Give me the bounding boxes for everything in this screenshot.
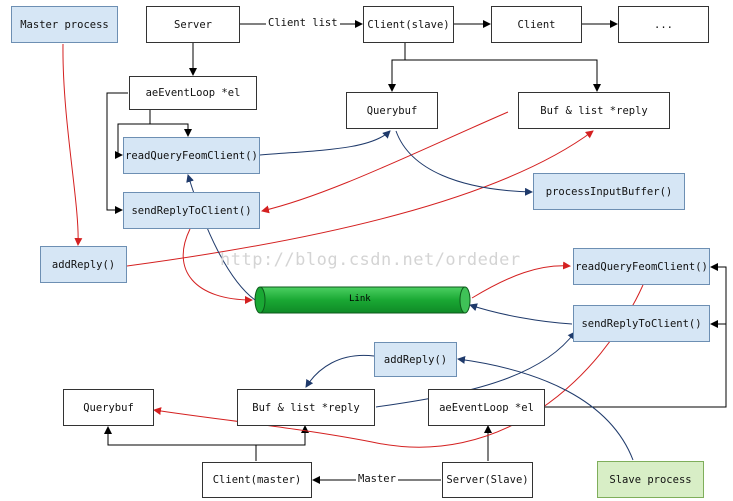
process-input-buffer-node[interactable]: processInputBuffer() <box>533 173 685 210</box>
edge-label-master: Master <box>356 473 398 485</box>
add-reply-left-node[interactable]: addReply() <box>40 246 127 283</box>
client-master-node[interactable]: Client(master) <box>202 462 312 498</box>
ae-event-loop-bottom-node[interactable]: aeEventLoop *el <box>428 389 545 426</box>
slave-process-node[interactable]: Slave process <box>597 461 704 498</box>
black-connectors-top <box>106 20 618 214</box>
server-node[interactable]: Server <box>146 6 240 43</box>
red-arrows <box>62 43 644 448</box>
server-slave-node[interactable]: Server(Slave) <box>442 462 533 498</box>
querybuf-top-node[interactable]: Querybuf <box>346 92 438 129</box>
link-label: Link <box>349 294 371 304</box>
send-reply-to-client-top-node[interactable]: sendReplyToClient() <box>123 192 260 229</box>
buf-list-reply-bottom-node[interactable]: Buf & list *reply <box>237 389 375 426</box>
read-query-from-client-right-node[interactable]: readQueryFeomClient() <box>573 248 710 285</box>
send-reply-to-client-right-node[interactable]: sendReplyToClient() <box>573 305 710 342</box>
add-reply-mid-node[interactable]: addReply() <box>374 342 457 377</box>
master-process-node[interactable]: Master process <box>11 6 118 43</box>
link-cylinder <box>254 286 471 314</box>
navy-arrows <box>186 130 634 461</box>
client-node[interactable]: Client <box>491 6 582 43</box>
edge-label-client-list: Client list <box>266 17 340 29</box>
watermark: http://blog.csdn.net/ordeder <box>220 250 521 270</box>
ellipsis-node[interactable]: ... <box>618 6 709 43</box>
client-slave-node[interactable]: Client(slave) <box>363 6 454 43</box>
ae-event-loop-top-node[interactable]: aeEventLoop *el <box>129 76 257 110</box>
read-query-from-client-top-node[interactable]: readQueryFeomClient() <box>123 137 260 174</box>
querybuf-bottom-node[interactable]: Querybuf <box>63 389 154 426</box>
black-connectors-bottom <box>104 263 727 484</box>
buf-list-reply-top-node[interactable]: Buf & list *reply <box>518 92 670 129</box>
